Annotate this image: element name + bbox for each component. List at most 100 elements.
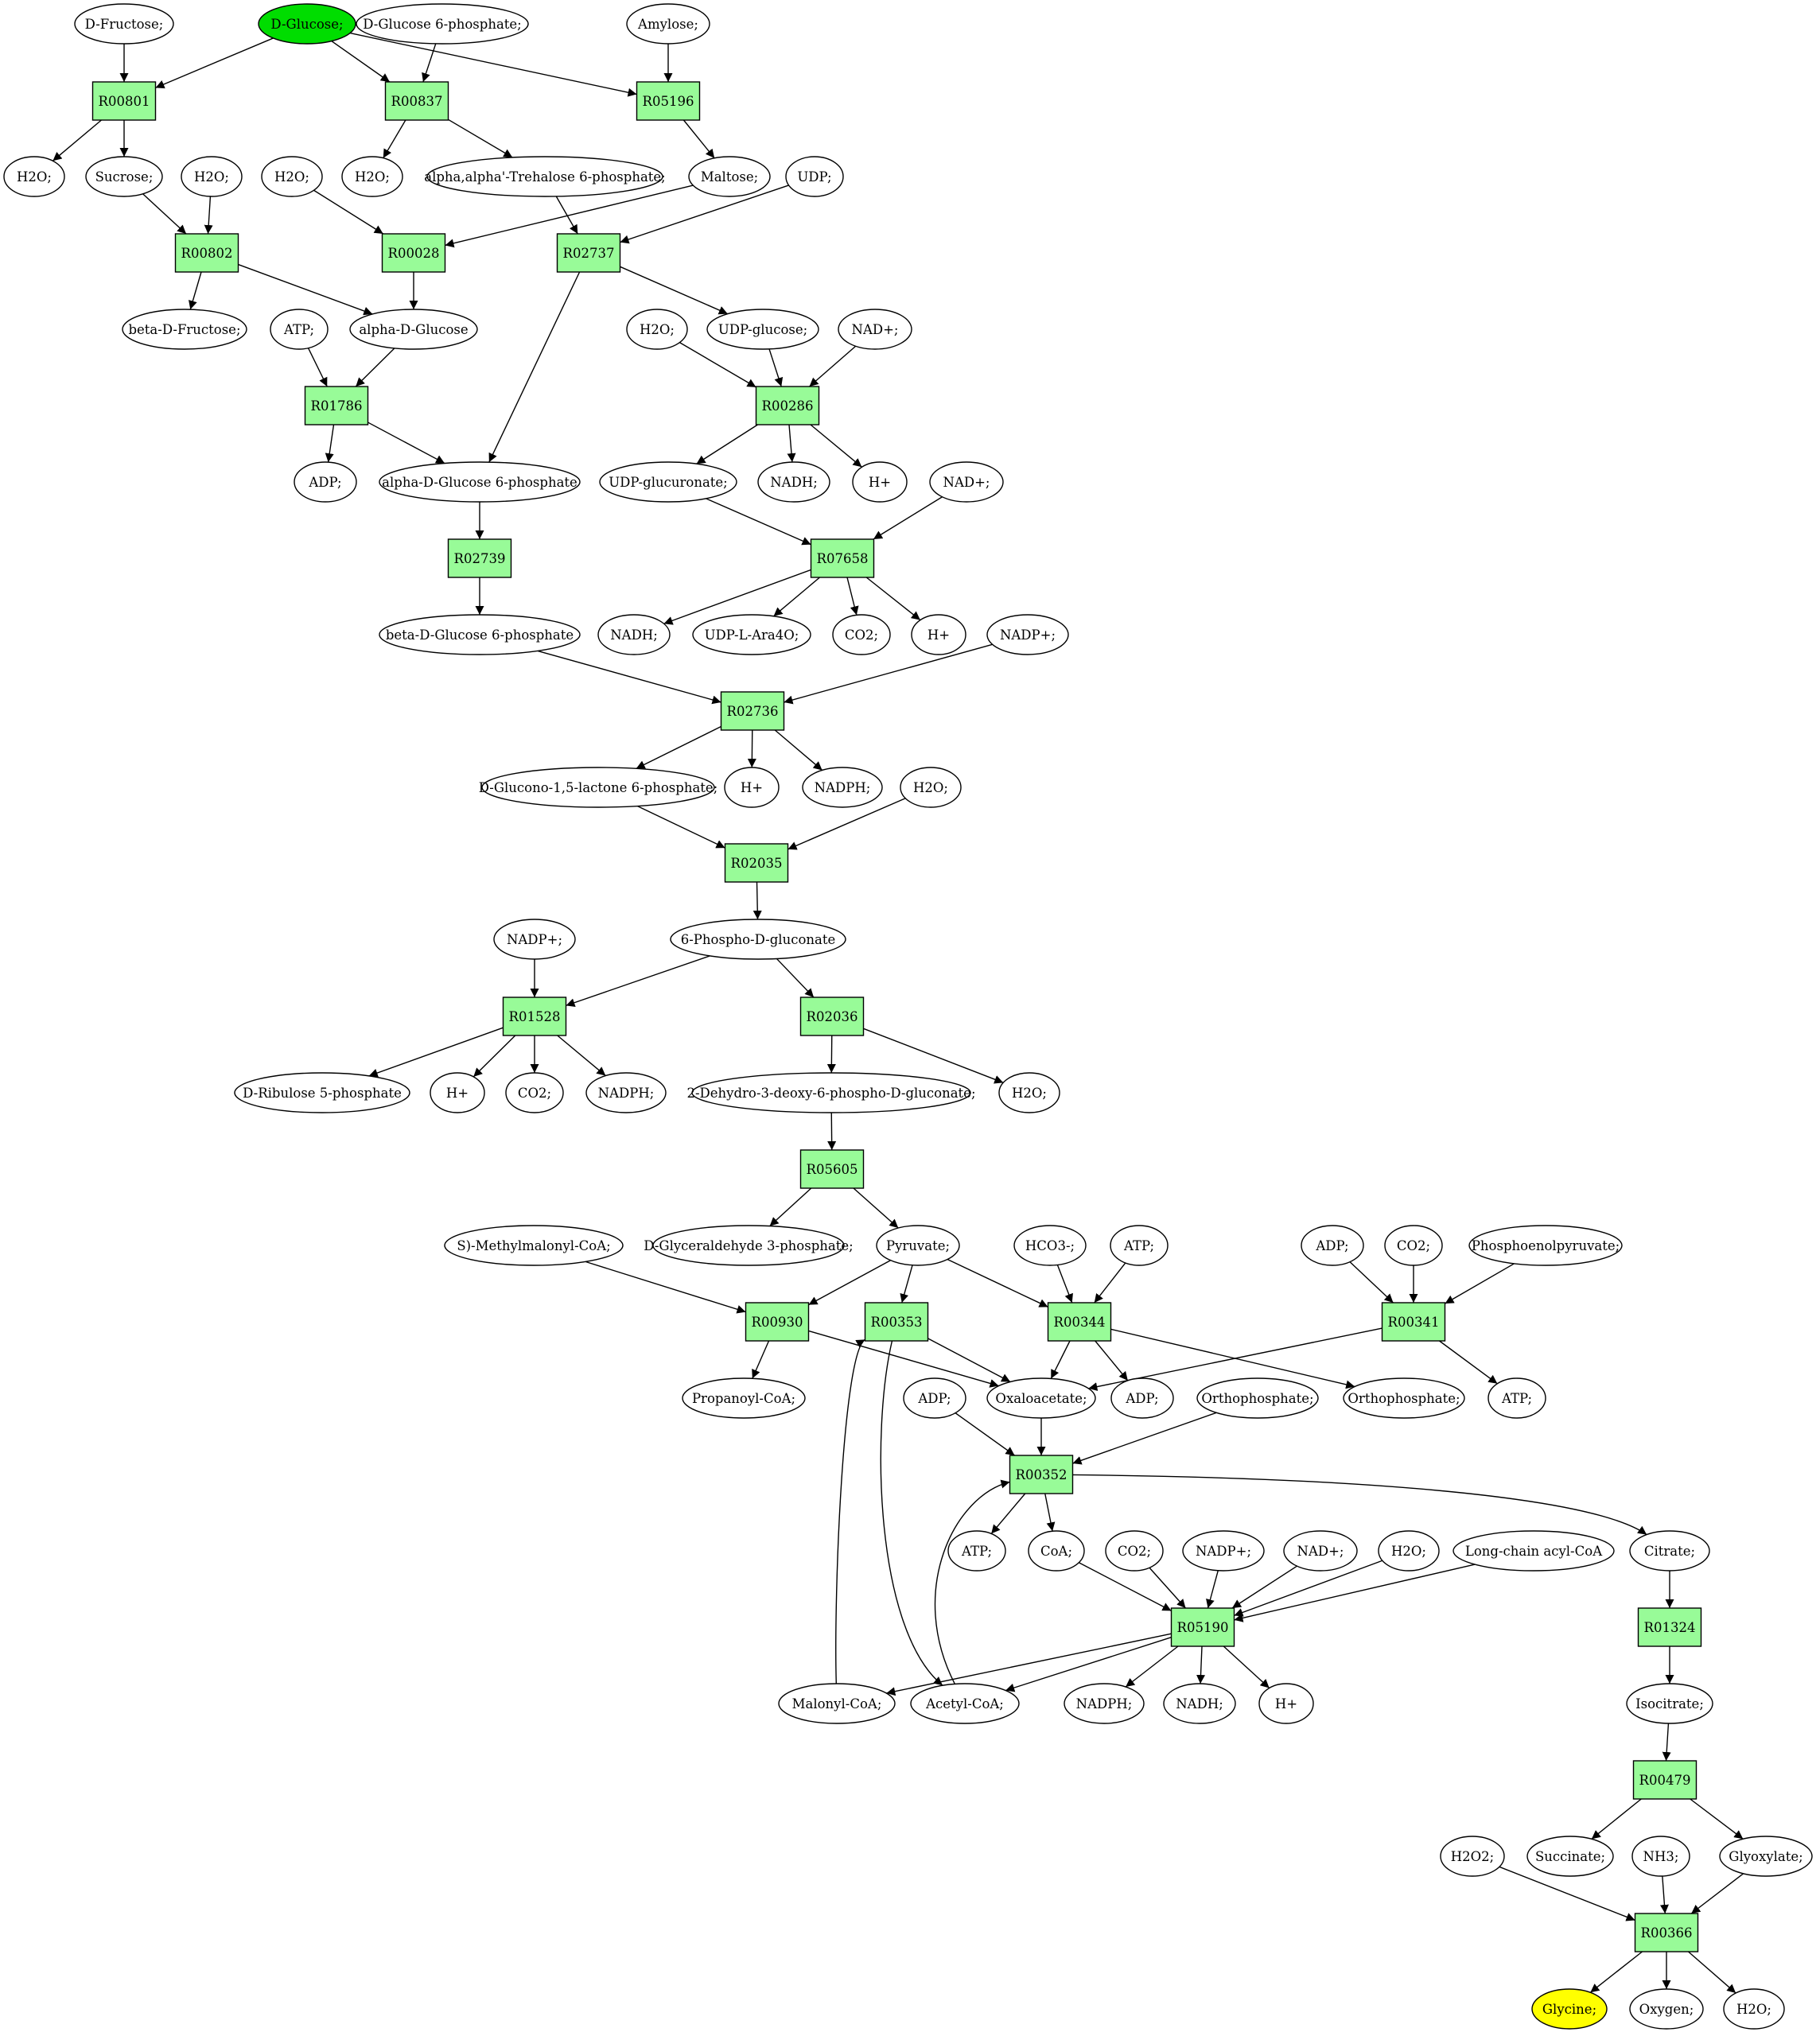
metabolite-node-m-hplus-2[interactable]: H+	[911, 614, 966, 655]
metabolite-node-m-nadph-2[interactable]: NADPH;	[585, 1072, 667, 1113]
metabolite-node-m-nadph-1[interactable]: NADPH;	[802, 767, 883, 808]
metabolite-node-m-udplara4o[interactable]: UDP-L-Ara4O;	[692, 614, 811, 655]
metabolite-node-m-lcacylcoa[interactable]: Long-chain acyl-CoA	[1452, 1530, 1615, 1572]
reaction-node-r01786[interactable]: R01786	[304, 386, 369, 425]
reaction-node-r00028[interactable]: R00028	[381, 233, 446, 273]
metabolite-node-m-dfructose[interactable]: D-Fructose;	[74, 3, 174, 45]
metabolite-node-m-pyruvate[interactable]: Pyruvate;	[876, 1225, 960, 1266]
metabolite-node-m-ortho-2[interactable]: Orthophosphate;	[1343, 1377, 1465, 1419]
metabolite-node-m-adp-1[interactable]: ADP;	[294, 461, 357, 503]
metabolite-node-m-atp-3[interactable]: ATP;	[1488, 1377, 1546, 1419]
metabolite-node-m-isocitrate[interactable]: Isocitrate;	[1626, 1683, 1713, 1724]
metabolite-node-m-nadp-3[interactable]: NADP+;	[1182, 1530, 1265, 1572]
metabolite-node-m-adglucose[interactable]: alpha-D-Glucose	[349, 309, 478, 350]
metabolite-node-m-h2o2[interactable]: H2O2;	[1440, 1836, 1505, 1877]
metabolite-node-m-h2o-4[interactable]: H2O;	[261, 156, 323, 197]
metabolite-node-m-co2-2[interactable]: CO2;	[505, 1072, 564, 1113]
metabolite-node-m-co2-1[interactable]: CO2;	[832, 614, 891, 655]
metabolite-node-m-sucrose[interactable]: Sucrose;	[85, 156, 163, 197]
reaction-node-r00353[interactable]: R00353	[864, 1302, 929, 1342]
reaction-node-r02737[interactable]: R02737	[556, 233, 621, 273]
metabolite-node-m-h2o-1[interactable]: H2O;	[3, 156, 65, 197]
metabolite-node-m-udpglucose[interactable]: UDP-glucose;	[706, 309, 819, 350]
metabolite-node-m-h2o-6[interactable]: H2O;	[900, 767, 962, 808]
metabolite-node-m-pep[interactable]: Phosphoenolpyruvate;	[1468, 1225, 1623, 1266]
metabolite-node-m-methylmalonylcoa[interactable]: S)-Methylmalonyl-CoA;	[444, 1225, 624, 1266]
reaction-node-r00802[interactable]: R00802	[174, 233, 239, 273]
reaction-node-r02036[interactable]: R02036	[799, 997, 865, 1036]
reaction-node-r02736[interactable]: R02736	[720, 691, 785, 731]
reaction-node-r00930[interactable]: R00930	[745, 1302, 810, 1342]
reaction-node-r05190[interactable]: R05190	[1170, 1607, 1235, 1647]
metabolite-node-m-hplus-4[interactable]: H+	[430, 1072, 485, 1113]
metabolite-node-m-oxaloacetate[interactable]: Oxaloacetate;	[986, 1377, 1096, 1419]
metabolite-node-m-co2-3[interactable]: CO2;	[1384, 1225, 1443, 1266]
metabolite-node-m-nad-2[interactable]: NAD+;	[929, 461, 1004, 503]
metabolite-node-m-atp-2[interactable]: ATP;	[1110, 1225, 1169, 1266]
metabolite-node-m-h2o-5[interactable]: H2O;	[626, 309, 688, 350]
metabolite-node-m-acetylcoa[interactable]: Acetyl-CoA;	[910, 1683, 1020, 1724]
metabolite-node-m-h2o-3[interactable]: H2O;	[341, 156, 403, 197]
reaction-node-r00352[interactable]: R00352	[1009, 1455, 1074, 1494]
metabolite-node-m-glycine[interactable]: Glycine;	[1531, 1988, 1608, 2030]
reaction-node-r05196[interactable]: R05196	[636, 81, 701, 121]
reaction-node-r07658[interactable]: R07658	[810, 538, 875, 578]
metabolite-node-m-nadh-2[interactable]: NADH;	[597, 614, 671, 655]
reaction-node-r00366[interactable]: R00366	[1634, 1913, 1699, 1952]
reaction-node-r00286[interactable]: R00286	[755, 386, 820, 425]
metabolite-node-m-kdpg[interactable]: 2-Dehydro-3-deoxy-6-phospho-D-gluconate;	[686, 1072, 976, 1113]
metabolite-node-m-ribulose5p[interactable]: D-Ribulose 5-phosphate	[234, 1072, 410, 1113]
metabolite-node-m-hplus-5[interactable]: H+	[1258, 1683, 1314, 1724]
reaction-node-r02035[interactable]: R02035	[724, 843, 789, 883]
metabolite-node-m-amylose[interactable]: Amylose;	[626, 3, 710, 45]
metabolite-node-m-h2o-8[interactable]: H2O;	[1378, 1530, 1440, 1572]
metabolite-node-m-glyoxylate[interactable]: Glyoxylate;	[1719, 1836, 1813, 1877]
metabolite-node-m-adg6p[interactable]: alpha-D-Glucose 6-phosphate	[379, 461, 581, 503]
metabolite-node-m-nadp-2[interactable]: NADP+;	[493, 919, 576, 960]
reaction-node-r00341[interactable]: R00341	[1381, 1302, 1446, 1342]
metabolite-node-m-udp[interactable]: UDP;	[785, 156, 844, 197]
metabolite-node-m-nh3[interactable]: NH3;	[1631, 1836, 1690, 1877]
metabolite-node-m-trehalose6p[interactable]: alpha,alpha'-Trehalose 6-phosphate;	[424, 156, 666, 197]
metabolite-node-m-hplus-1[interactable]: H+	[852, 461, 908, 503]
metabolite-node-m-nad-1[interactable]: NAD+;	[838, 309, 912, 350]
reaction-node-r00801[interactable]: R00801	[91, 81, 157, 121]
metabolite-node-m-dglc6p-top[interactable]: D-Glucose 6-phosphate;	[356, 3, 529, 45]
metabolite-node-m-adp-3[interactable]: ADP;	[1110, 1377, 1174, 1419]
metabolite-node-m-maltose[interactable]: Maltose;	[688, 156, 771, 197]
metabolite-node-m-6pgluconate[interactable]: 6-Phospho-D-gluconate	[670, 919, 846, 960]
reaction-node-r00837[interactable]: R00837	[384, 81, 449, 121]
metabolite-node-m-ortho-1[interactable]: Orthophosphate;	[1196, 1377, 1319, 1419]
metabolite-node-m-dglucono[interactable]: D-Glucono-1,5-lactone 6-phosphate;	[479, 767, 718, 808]
metabolite-node-m-bdg6p[interactable]: beta-D-Glucose 6-phosphate	[379, 614, 581, 655]
metabolite-node-m-nadh-3[interactable]: NADH;	[1163, 1683, 1236, 1724]
metabolite-node-m-atp-4[interactable]: ATP;	[947, 1530, 1006, 1572]
reaction-node-r01324[interactable]: R01324	[1637, 1607, 1702, 1647]
reaction-node-r00344[interactable]: R00344	[1047, 1302, 1112, 1342]
metabolite-node-m-hco3[interactable]: HCO3-;	[1013, 1225, 1087, 1266]
metabolite-node-m-h2o-9[interactable]: H2O;	[1723, 1988, 1785, 2030]
metabolite-node-m-dglucose[interactable]: D-Glucose;	[258, 3, 356, 45]
metabolite-node-m-udpglucuronate[interactable]: UDP-glucuronate;	[599, 461, 737, 503]
metabolite-node-m-oxygen[interactable]: Oxygen;	[1629, 1988, 1704, 2030]
metabolite-node-m-malonylcoa[interactable]: Malonyl-CoA;	[778, 1683, 896, 1724]
reaction-node-r05605[interactable]: R05605	[799, 1149, 865, 1189]
metabolite-node-m-g3p[interactable]: D-Glyceraldehyde 3-phosphate;	[644, 1225, 854, 1266]
metabolite-node-m-atp-1[interactable]: ATP;	[270, 309, 329, 350]
metabolite-node-m-adp-2[interactable]: ADP;	[1301, 1225, 1364, 1266]
metabolite-node-m-nad-3[interactable]: NAD+;	[1283, 1530, 1358, 1572]
reaction-node-r02739[interactable]: R02739	[447, 538, 512, 578]
reaction-node-r00479[interactable]: R00479	[1632, 1760, 1698, 1800]
metabolite-node-m-succinate[interactable]: Succinate;	[1526, 1836, 1614, 1877]
metabolite-node-m-h2o-2[interactable]: H2O;	[181, 156, 243, 197]
metabolite-node-m-h2o-7[interactable]: H2O;	[998, 1072, 1060, 1113]
reaction-node-r01528[interactable]: R01528	[502, 997, 567, 1036]
metabolite-node-m-nadph-3[interactable]: NADPH;	[1064, 1683, 1145, 1724]
metabolite-node-m-hplus-3[interactable]: H+	[724, 767, 780, 808]
metabolite-node-m-co2-4[interactable]: CO2;	[1105, 1530, 1164, 1572]
metabolite-node-m-nadp-1[interactable]: NADP+;	[986, 614, 1069, 655]
metabolite-node-m-bdfructose[interactable]: beta-D-Fructose;	[122, 309, 247, 350]
metabolite-node-m-nadh-1[interactable]: NADH;	[757, 461, 830, 503]
metabolite-node-m-propanoylcoa[interactable]: Propanoyl-CoA;	[682, 1377, 806, 1419]
metabolite-node-m-citrate[interactable]: Citrate;	[1629, 1530, 1710, 1572]
